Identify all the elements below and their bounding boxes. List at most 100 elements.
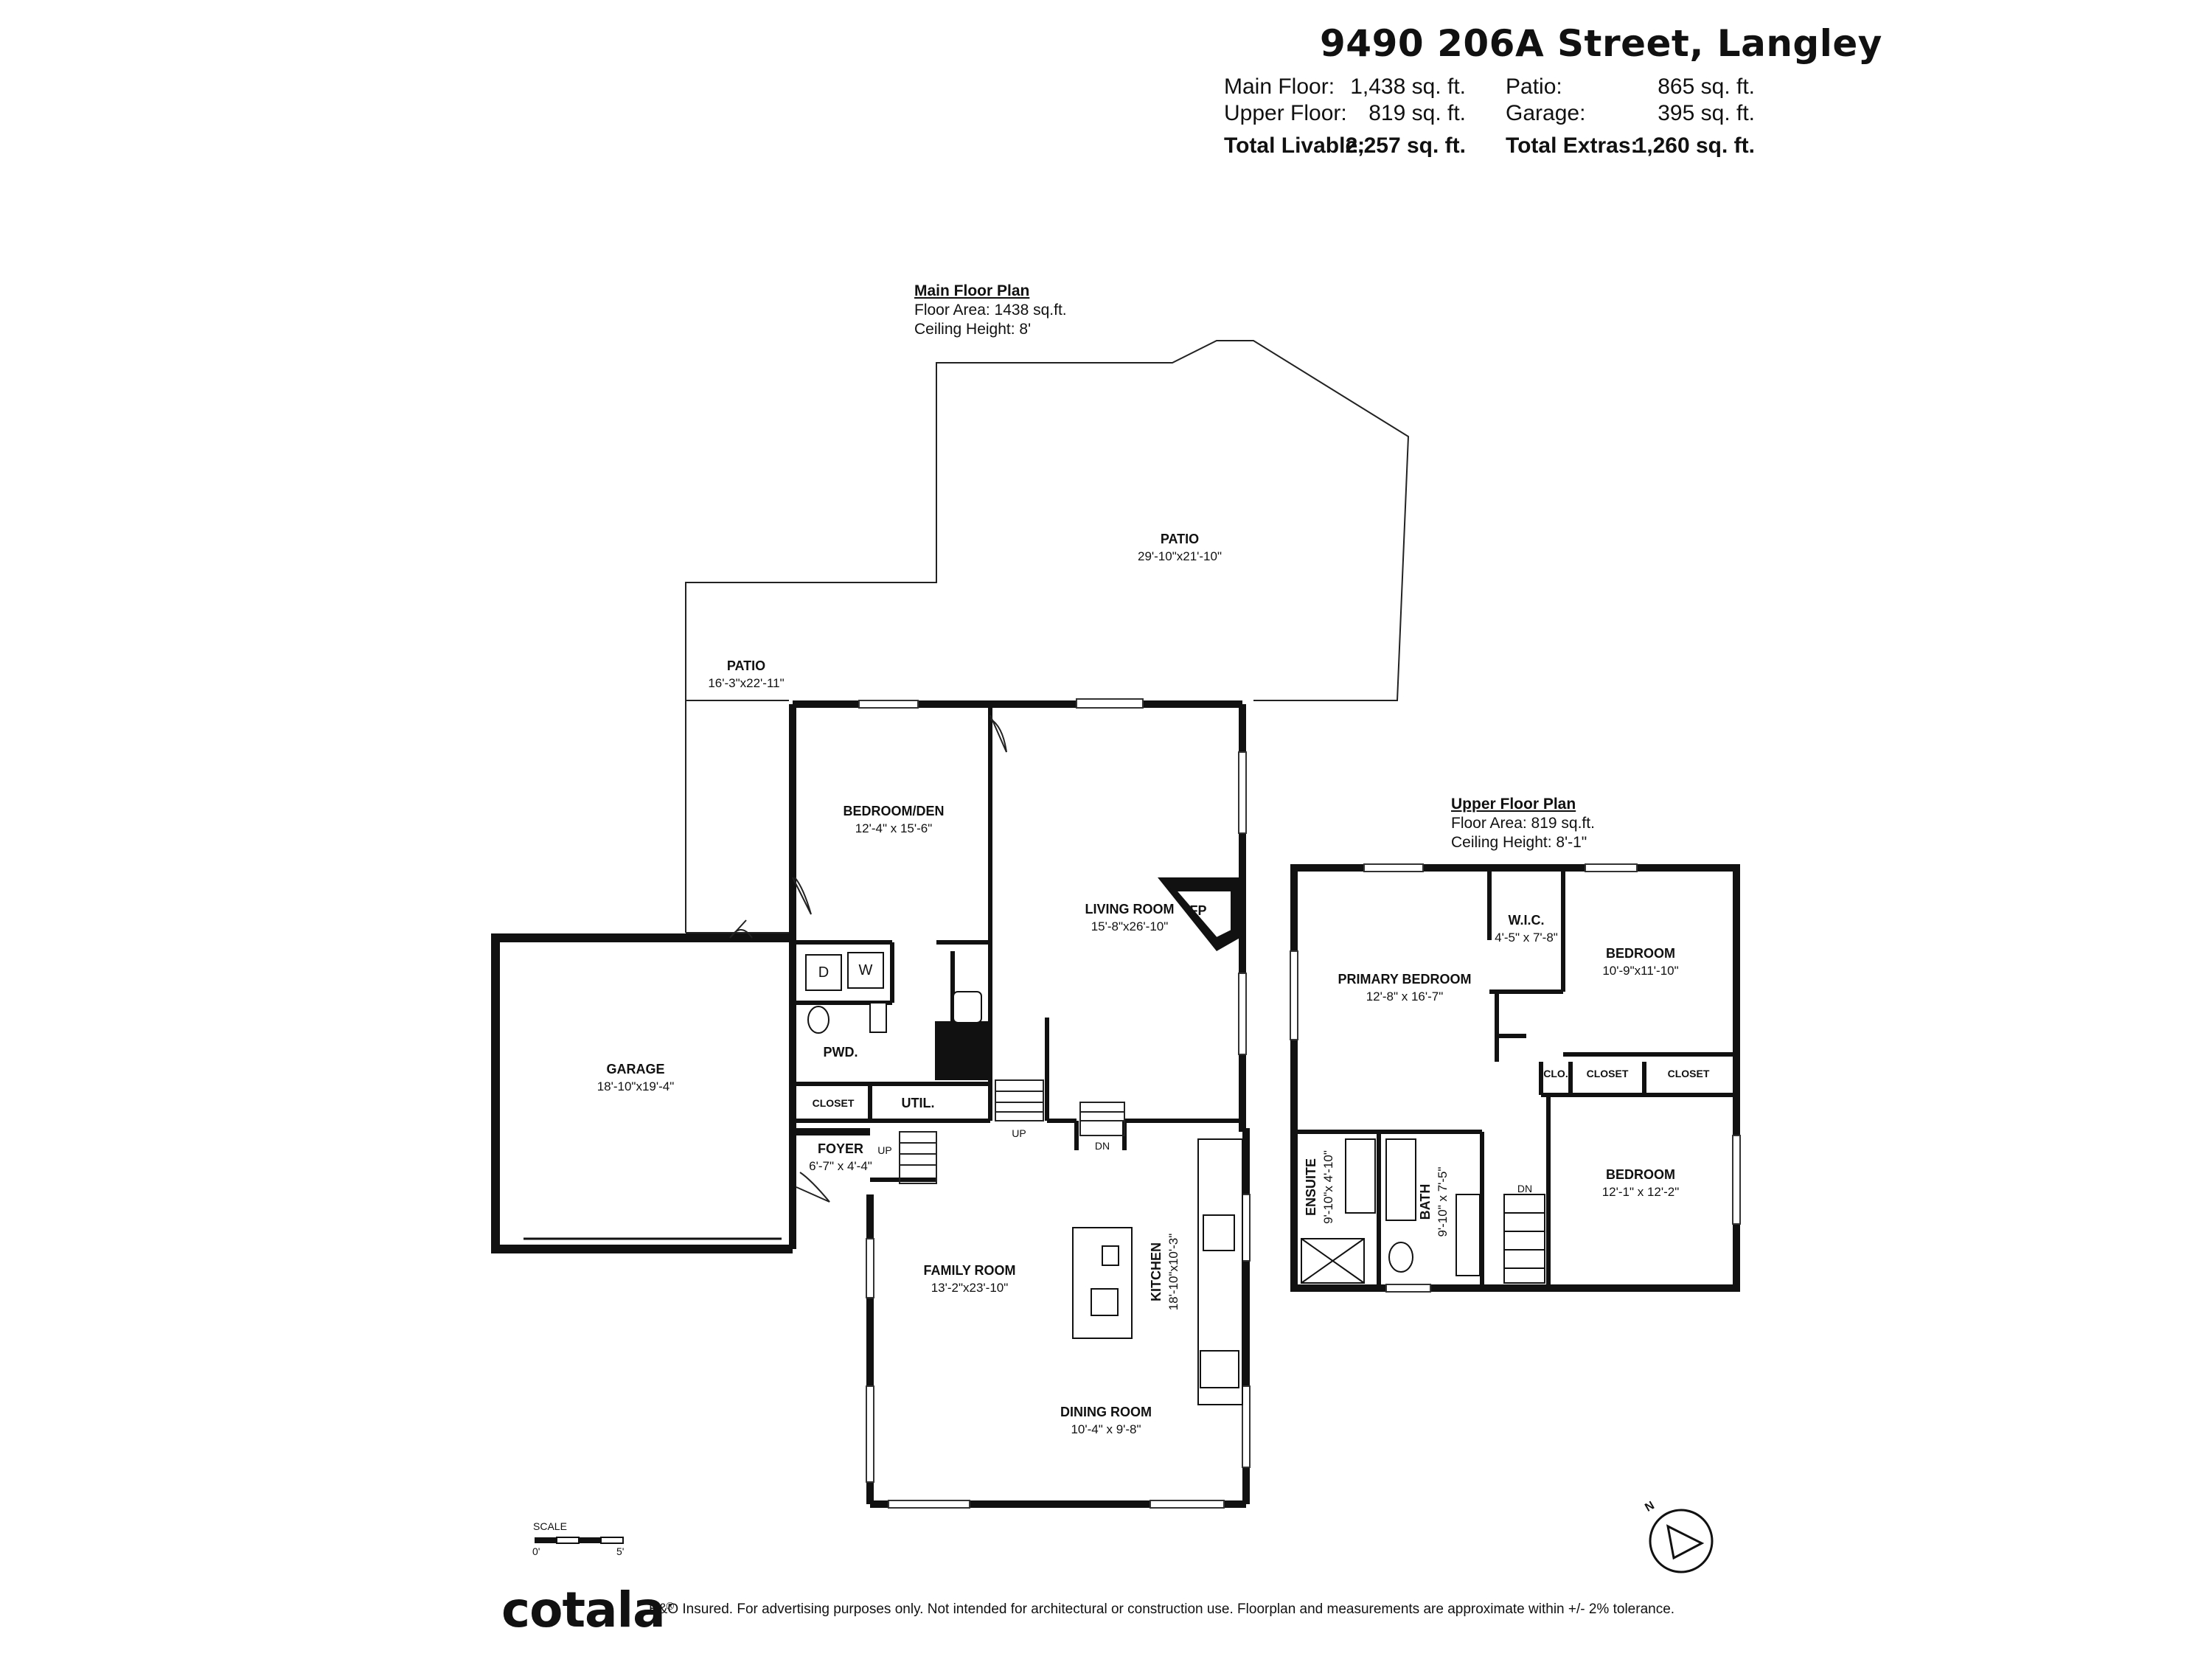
garage-entry-door <box>729 919 753 939</box>
island-sink <box>1102 1245 1119 1266</box>
upper-plan-title: Upper Floor Plan <box>1451 796 1576 813</box>
scale-bar <box>535 1537 624 1544</box>
room-wic: W.I.C. 4'-5" x 7'-8" <box>1495 911 1558 947</box>
garage-value: 395 sq. ft. <box>1658 101 1755 125</box>
bath-toilet <box>1388 1242 1413 1273</box>
room-bedroom-1: BEDROOM 10'-9"x11'-10" <box>1602 945 1678 980</box>
room-dim: 9'-10"x 4'-10" <box>1321 1150 1335 1224</box>
door-living <box>990 714 1007 753</box>
scale-label: SCALE <box>533 1520 567 1532</box>
room-name: CLO. <box>1543 1068 1568 1079</box>
garage-walls <box>491 933 796 1253</box>
room-name: KITCHEN <box>1149 1242 1164 1302</box>
room-dim: 29'-10"x21'-10" <box>1137 549 1222 563</box>
room-fp: FP <box>1189 902 1206 919</box>
room-bedroom-2: BEDROOM 12'-1" x 12'-2" <box>1602 1166 1680 1201</box>
stair-up-main <box>995 1079 1044 1121</box>
total-extras-value: 1,260 sq. ft. <box>1634 133 1755 158</box>
fireplace-box <box>1174 890 1232 939</box>
window-kitchen-east <box>1242 1194 1251 1262</box>
door-swings-main <box>792 714 1007 1203</box>
north-arrow-icon <box>1649 1509 1714 1573</box>
room-closet-up-2: CLOSET <box>1668 1065 1710 1082</box>
room-dim: 12'-8" x 16'-7" <box>1366 990 1444 1004</box>
window-dining-east <box>1242 1385 1251 1468</box>
window-living-east-1 <box>1238 751 1247 834</box>
room-dim: 16'-3"x22'-11" <box>708 676 785 690</box>
room-dim: 13'-2"x23'-10" <box>931 1281 1009 1295</box>
kitchen-range <box>1203 1214 1235 1251</box>
room-name: CLOSET <box>1667 1068 1710 1079</box>
address-title: 9490 206A Street, Langley <box>1320 22 1882 65</box>
stair-up-foyer <box>899 1131 937 1184</box>
stair-dn-upper-label: DN <box>1517 1183 1533 1194</box>
bath-vanity <box>1385 1138 1416 1221</box>
kitchen-island <box>1072 1227 1133 1339</box>
toilet-pwd <box>807 1006 830 1034</box>
scale-min: 0' <box>532 1545 540 1557</box>
stair-landing-block <box>935 1021 988 1080</box>
washer-box <box>847 952 884 989</box>
room-dining-room: DINING ROOM 10'-4" x 9'-8" <box>1060 1403 1152 1439</box>
room-patio-small: PATIO 16'-3"x22'-11" <box>708 657 784 692</box>
room-name: BEDROOM <box>1606 1167 1675 1182</box>
room-bath: BATH 9'-10" x 7'-5" <box>1416 1166 1452 1237</box>
island-cooktop <box>1091 1288 1119 1316</box>
room-name: W.I.C. <box>1508 913 1545 928</box>
total-livable-value: 2,257 sq. ft. <box>1345 133 1466 158</box>
fireplace <box>1158 877 1242 951</box>
dryer-box <box>805 954 842 991</box>
room-name: DINING ROOM <box>1060 1405 1152 1419</box>
room-name: BEDROOM/DEN <box>843 804 945 818</box>
room-name: FP <box>1189 903 1207 918</box>
upper-outer-wall <box>1290 864 1740 1292</box>
main-plan-header: Main Floor Plan Floor Area: 1438 sq.ft. … <box>914 282 1067 339</box>
room-name: FAMILY ROOM <box>923 1263 1016 1278</box>
room-pwd: PWD. <box>824 1043 858 1061</box>
room-family-room: FAMILY ROOM 13'-2"x23'-10" <box>923 1262 1015 1297</box>
brand-logo: cotala® <box>501 1582 675 1638</box>
window-family-west-1 <box>866 1238 874 1298</box>
main-plan-ceiling: Ceiling Height: 8' <box>914 321 1032 338</box>
upper-plan-ceiling: Ceiling Height: 8'-1" <box>1451 834 1587 851</box>
room-name: BEDROOM <box>1606 946 1675 961</box>
main-floor-value: 1,438 sq. ft. <box>1350 74 1466 99</box>
room-living-room: LIVING ROOM 15'-8"x26'-10" <box>1085 900 1175 936</box>
room-garage: GARAGE 18'-10"x19'-4" <box>597 1060 675 1096</box>
kitchen-fridge <box>1200 1350 1239 1388</box>
room-primary-bedroom: PRIMARY BEDROOM 12'-8" x 16'-7" <box>1338 970 1471 1006</box>
room-name: PRIMARY BEDROOM <box>1338 972 1472 987</box>
garage-outer-wall <box>491 933 793 1253</box>
window-primary <box>1363 863 1424 872</box>
brand-mark: ® <box>664 1601 675 1613</box>
window-ensuite <box>1385 1284 1431 1293</box>
ensuite-vanity <box>1345 1138 1376 1214</box>
area-summary: Main Floor: 1,438 sq. ft. Upper Floor: 8… <box>1224 74 1755 162</box>
main-plan-area: Floor Area: 1438 sq.ft. <box>914 302 1067 319</box>
patio-large-outline <box>685 340 1410 701</box>
door-foyer <box>796 1172 830 1203</box>
room-name: UTIL. <box>901 1096 935 1110</box>
hallway-sink <box>953 991 982 1023</box>
window-living-slider <box>1076 698 1144 709</box>
room-closet-up-1: CLOSET <box>1587 1065 1629 1082</box>
room-dim: 18'-10"x19'-4" <box>597 1079 675 1093</box>
upper-plan-area: Floor Area: 819 sq.ft. <box>1451 815 1595 832</box>
dryer-label: D <box>818 964 830 981</box>
room-clo: CLO. <box>1543 1065 1568 1082</box>
main-plan-title: Main Floor Plan <box>914 282 1030 299</box>
upper-exterior-walls <box>1290 864 1740 1292</box>
upper-floor-label: Upper Floor: <box>1224 101 1347 125</box>
garage-label: Garage: <box>1506 101 1586 125</box>
total-extras-label: Total Extras: <box>1506 133 1638 158</box>
room-patio-large: PATIO 29'-10"x21'-10" <box>1138 530 1222 566</box>
upper-plan-header: Upper Floor Plan Floor Area: 819 sq.ft. … <box>1451 795 1595 852</box>
window-bedroom-1 <box>1585 863 1638 872</box>
room-dim: 12'-4" x 15'-6" <box>855 821 933 835</box>
scale-max: 5' <box>616 1545 625 1557</box>
room-foyer: FOYER 6'-7" x 4'-4" <box>809 1140 872 1175</box>
window-primary-west <box>1290 950 1298 1040</box>
window-living-east-2 <box>1238 973 1247 1055</box>
stair-up-foyer-label: UP <box>877 1144 892 1156</box>
